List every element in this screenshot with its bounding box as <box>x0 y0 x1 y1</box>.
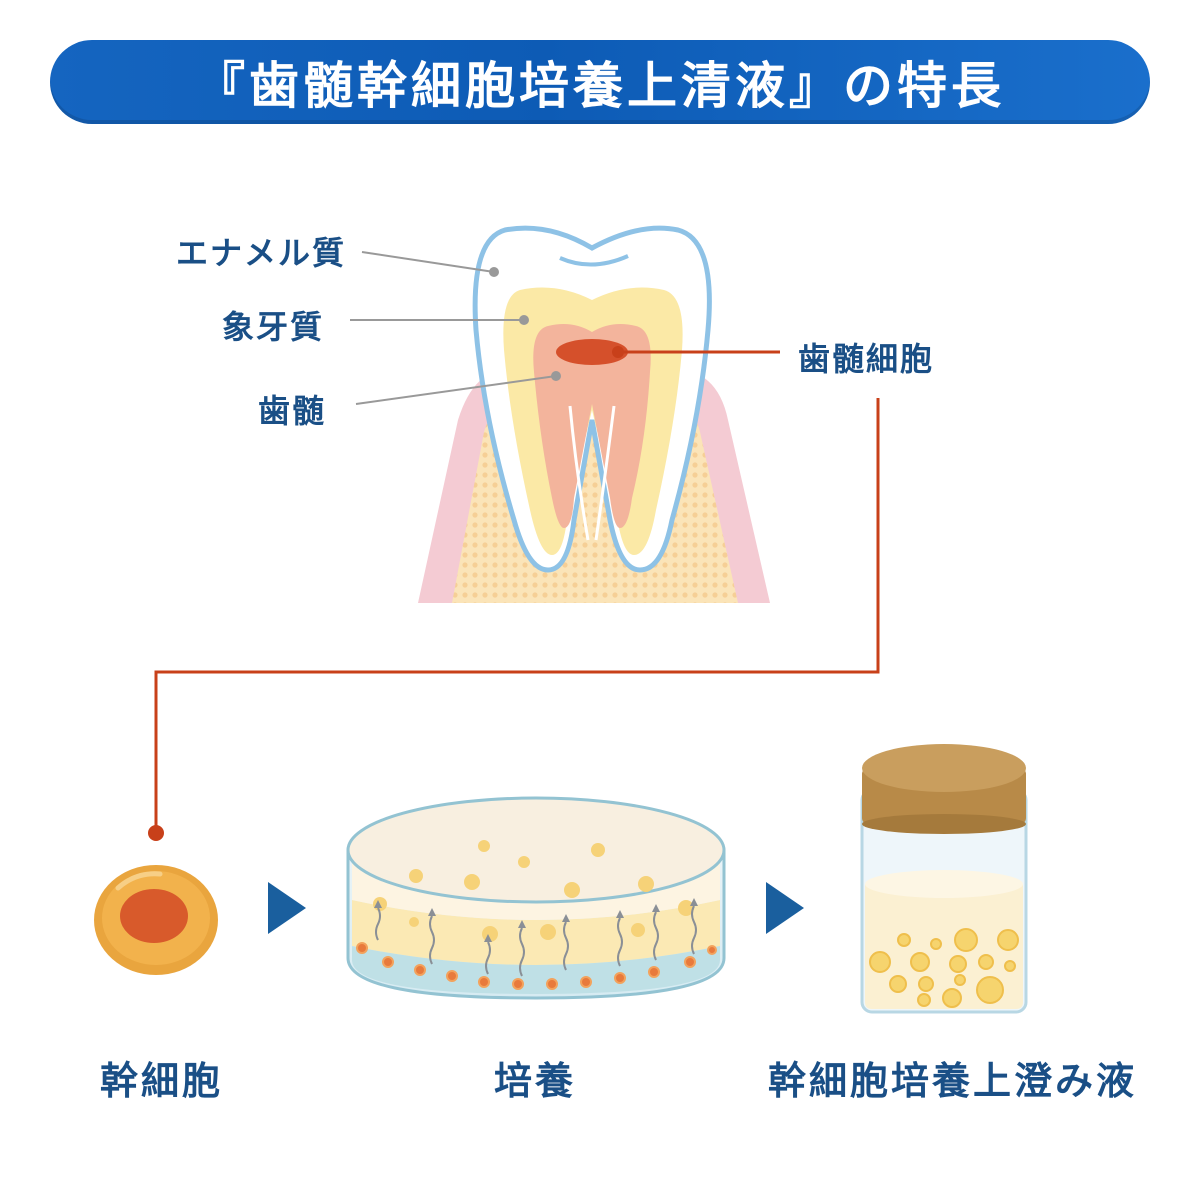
tooth-illustration <box>418 225 770 603</box>
step-label-stem-cell: 幹細胞 <box>100 1059 224 1103</box>
label-dentin: 象牙質 <box>222 308 325 346</box>
step-label-supernatant: 幹細胞培養上澄み液 <box>768 1059 1138 1103</box>
title-banner: 『歯髄幹細胞培養上清液』の特長 <box>50 40 1150 124</box>
label-enamel: エナメル質 <box>176 234 347 272</box>
page-title: 『歯髄幹細胞培養上清液』の特長 <box>195 57 1005 115</box>
stem-cell-illustration <box>94 865 218 975</box>
step-label-culture: 培養 <box>494 1059 577 1103</box>
arrow-2 <box>766 882 804 934</box>
petri-dish-illustration <box>346 796 726 1000</box>
leader-lines <box>350 251 780 405</box>
pulp-cell <box>556 339 628 365</box>
connector-dot <box>148 825 164 841</box>
label-pulp-cell: 歯髄細胞 <box>798 340 935 378</box>
jar-illustration <box>860 744 1028 1014</box>
pulp <box>533 324 651 528</box>
arrow-1 <box>268 882 306 934</box>
label-pulp: 歯髄 <box>258 392 327 430</box>
connector-line <box>154 398 880 830</box>
